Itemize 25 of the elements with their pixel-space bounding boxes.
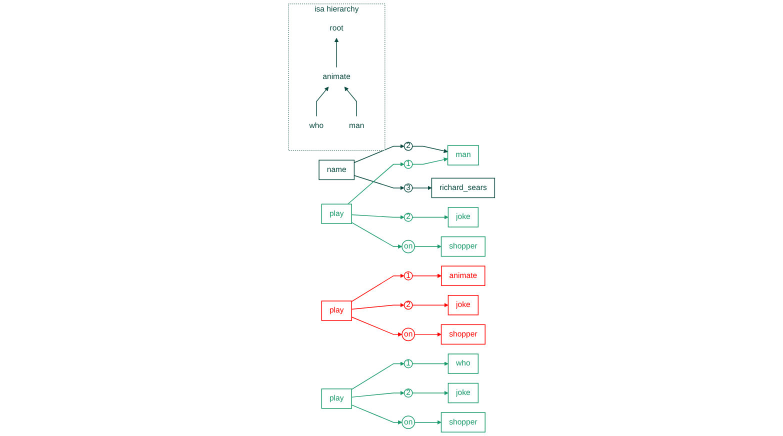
arrow: [351, 404, 402, 424]
arrow: [344, 86, 357, 117]
arrow: [316, 86, 329, 117]
arrow: [354, 175, 404, 190]
arrow: [412, 158, 448, 165]
arrow: [351, 222, 402, 249]
arrow: [412, 390, 448, 396]
arrow: [412, 274, 442, 278]
arrow: [351, 214, 404, 220]
arrow: [334, 38, 339, 68]
arrow: [414, 420, 442, 424]
arrow: [412, 146, 448, 154]
arrow: [351, 303, 404, 310]
arrow: [351, 274, 404, 302]
arrow: [351, 390, 404, 398]
arrow: [414, 332, 442, 337]
arrow: [414, 244, 442, 249]
arrow: [412, 362, 448, 366]
arrow: [351, 316, 402, 337]
arrow: [354, 144, 404, 163]
arrow: [351, 362, 404, 390]
arrow: [347, 162, 404, 204]
arrow: [412, 215, 448, 220]
arrow: [412, 303, 448, 308]
arrow: [412, 186, 432, 190]
